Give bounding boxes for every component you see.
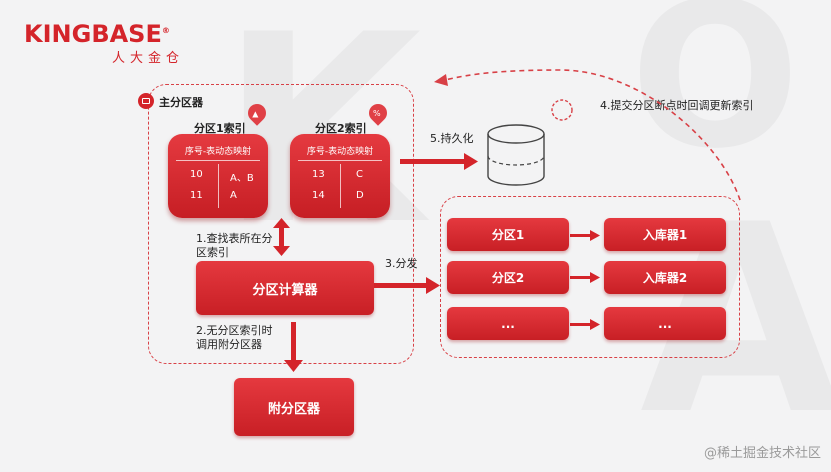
- index1-row1-map: A、B: [230, 173, 254, 184]
- index1-header: 序号-表动态映射: [184, 147, 252, 157]
- brand-logo: KINGBASE®: [24, 20, 170, 48]
- index2-row2-map: D: [356, 190, 364, 201]
- main-partitioner-box: [148, 84, 414, 364]
- partition-calculator: 分区计算器: [196, 261, 374, 315]
- database-icon: [487, 124, 545, 186]
- partitions-box: [440, 196, 740, 358]
- partition-1: 分区1: [447, 218, 569, 251]
- step2-label: 2.无分区索引时 调用附分区器: [196, 324, 273, 351]
- arrow-persist: [400, 153, 478, 170]
- index2-row1-id: 13: [312, 169, 325, 180]
- partition-2: 分区2: [447, 261, 569, 294]
- folder-icon: [138, 93, 154, 109]
- watermark: @稀土掘金技术社区: [703, 446, 821, 461]
- step1-label: 1.查找表所在分 区索引: [196, 232, 273, 259]
- index2-title: 分区2索引: [315, 122, 367, 135]
- index1-title: 分区1索引: [194, 122, 246, 135]
- arrow-fallback: [284, 322, 303, 372]
- step3-label: 3.分发: [385, 257, 418, 270]
- index1-row1-id: 10: [190, 169, 203, 180]
- index2-header: 序号-表动态映射: [306, 147, 374, 157]
- index2-card: 序号-表动态映射 13 C 14 D: [290, 134, 390, 218]
- attached-partitioner: 附分区器: [234, 378, 354, 436]
- step4-label: 4.提交分区断点时回调更新索引: [600, 99, 754, 112]
- row-arrows: [570, 230, 600, 330]
- arrow-lookup: [273, 218, 290, 256]
- main-partitioner-label: 主分区器: [159, 96, 203, 109]
- step5-label: 5.持久化: [430, 132, 474, 145]
- index2-row1-map: C: [356, 169, 363, 180]
- brand-name: KINGBASE: [24, 20, 162, 48]
- index1-row2-map: A: [230, 190, 237, 201]
- brand-reg: ®: [161, 26, 170, 35]
- bg-letter-o: O: [630, 0, 801, 193]
- partition-more: ...: [447, 307, 569, 340]
- brand-subtitle: 人大金仓: [112, 51, 185, 66]
- index1-card: 序号-表动态映射 10 A、B 11 A: [168, 134, 268, 218]
- arrow-distribute: [374, 277, 440, 294]
- loader-1: 入库器1: [604, 218, 726, 251]
- loader-more: ...: [604, 307, 726, 340]
- loader-2: 入库器2: [604, 261, 726, 294]
- index2-row2-id: 14: [312, 190, 325, 201]
- index1-row2-id: 11: [190, 190, 203, 201]
